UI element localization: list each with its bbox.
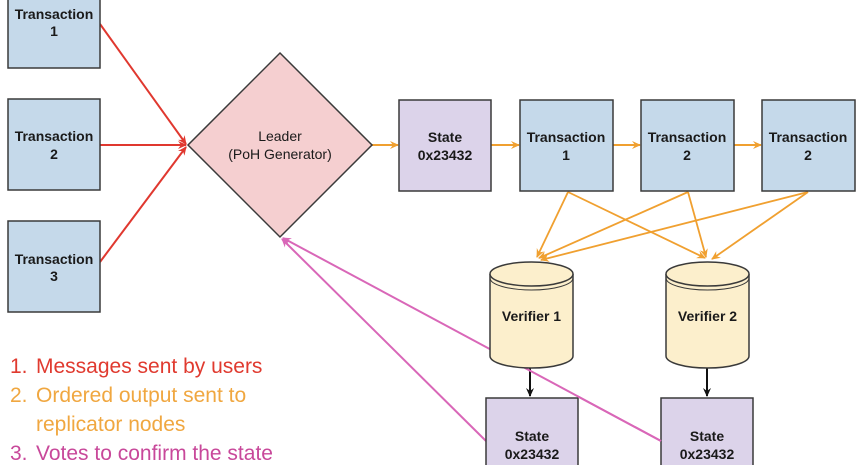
verifier-2-state-title: State [690, 428, 724, 444]
edge-tx2-to-verifier-2 [687, 191, 708, 258]
chain-transaction-2: Transaction 2 [640, 99, 735, 192]
legend-number: 2. [10, 384, 28, 407]
chain-transaction-2-title: Transaction [648, 129, 727, 145]
verifier-2-state-hash: 0x23432 [680, 446, 735, 462]
chain-state-hash: 0x23432 [418, 147, 473, 163]
verifier-1: Verifier 1 [489, 261, 574, 369]
chain-transaction-1-title: Transaction [527, 129, 606, 145]
edge-tx1-to-verifier-1 [536, 191, 569, 258]
input-transaction-2-title: Transaction [15, 128, 94, 144]
legend-text: Messages sent by users [36, 355, 263, 378]
edge-input-1-to-leader [99, 23, 187, 145]
leader-subtitle: (PoH Generator) [228, 146, 331, 162]
verifier-1-label: Verifier 1 [502, 308, 561, 324]
legend-text: replicator nodes [36, 413, 186, 436]
edge-tx2b-to-verifier-2 [711, 191, 809, 260]
input-transaction-3-number: 3 [50, 268, 58, 284]
chain-transaction-1: Transaction 1 [519, 99, 614, 192]
chain-transaction-1-number: 1 [562, 147, 570, 163]
edge-tx2-to-verifier-1 [538, 191, 689, 259]
legend-item-ordered-output-cont: replicator nodes [10, 410, 273, 439]
edge-vote-1-to-leader [281, 238, 487, 442]
leader-node: Leader (PoH Generator) [186, 51, 374, 239]
input-transaction-3: Transaction 3 [7, 220, 101, 313]
input-transaction-2: Transaction 2 [7, 98, 101, 191]
verifier-1-state-title: State [515, 428, 549, 444]
edge-tx2b-to-verifier-1 [540, 191, 809, 262]
edge-input-3-to-leader [99, 146, 187, 263]
verifier-1-state-hash: 0x23432 [505, 446, 560, 462]
verifier-2-label: Verifier 2 [678, 308, 737, 324]
input-transaction-1-title: Transaction [15, 6, 94, 22]
legend-item-ordered-output: 2. Ordered output sent to [10, 381, 273, 410]
legend-number: 1. [10, 355, 28, 378]
legend-item-votes: 3. Votes to confirm the state [10, 439, 273, 468]
chain-transaction-3-title: Transaction [769, 129, 848, 145]
chain-state-title: State [428, 129, 462, 145]
chain-transaction-3: Transaction 2 [761, 99, 856, 192]
chain-transaction-2-number: 2 [683, 147, 691, 163]
input-transaction-2-number: 2 [50, 146, 58, 162]
verifier-1-state: State 0x23432 [485, 397, 579, 465]
legend-text: Votes to confirm the state [36, 442, 273, 465]
edge-vote-2-overlay [577, 395, 662, 442]
chain-transaction-3-number: 2 [804, 147, 812, 163]
legend-item-messages: 1. Messages sent by users [10, 352, 273, 381]
legend: 1. Messages sent by users 2. Ordered out… [10, 352, 273, 468]
verifier-2: Verifier 2 [665, 261, 750, 369]
input-transaction-3-title: Transaction [15, 251, 94, 267]
chain-state: State 0x23432 [398, 99, 492, 192]
verifier-2-state: State 0x23432 [660, 397, 754, 465]
legend-number: 3. [10, 442, 28, 465]
input-transaction-1-number: 1 [50, 23, 58, 39]
leader-title: Leader [258, 128, 302, 144]
edge-tx1-to-verifier-2 [567, 191, 706, 259]
input-transaction-1: Transaction 1 [7, 0, 101, 69]
legend-text: Ordered output sent to [36, 384, 247, 407]
